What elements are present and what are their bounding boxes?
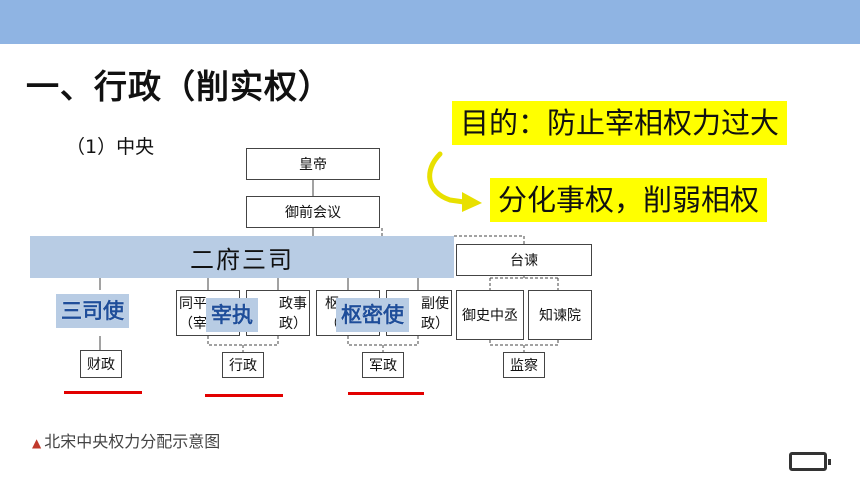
zaizhi-tag: 宰执 — [206, 298, 258, 332]
zhijian-box: 知谏院 — [528, 290, 592, 340]
slide-heading: 一、行政（削实权） — [26, 67, 332, 106]
tongping-label-a: 同平 — [179, 296, 207, 312]
battery-icon — [789, 452, 831, 471]
council-box: 御前会议 — [246, 196, 380, 228]
shumi-label-b: （ — [325, 316, 339, 332]
jiancha-box: 监察 — [503, 352, 545, 378]
yushi-label: 御史中丞 — [462, 308, 518, 324]
zhijian-label: 知谏院 — [539, 308, 581, 324]
underline-xingzheng — [205, 394, 283, 397]
caizheng-label: 财政 — [87, 357, 115, 373]
fushi-label-b: 政） — [421, 316, 449, 332]
connector-to-taijian — [454, 235, 525, 244]
canzheng-label-a: 政事 — [279, 296, 307, 312]
erfu-sansi-band: 二府三司 — [30, 236, 454, 278]
taijian-box: 台谏 — [456, 244, 592, 276]
caption-text: 北宋中央权力分配示意图 — [44, 432, 221, 451]
triangle-icon: ▲ — [32, 436, 42, 450]
xingzheng-box: 行政 — [222, 352, 264, 378]
underline-caizheng — [64, 391, 142, 394]
connector-shumi-bracket — [347, 336, 419, 346]
connector-jiancha-bracket — [489, 340, 559, 346]
jiancha-label: 监察 — [510, 358, 538, 374]
band-label: 二府三司 — [190, 245, 294, 274]
fushi-label-a: 副使 — [421, 296, 449, 312]
underline-junzheng — [348, 392, 424, 395]
method-callout: 分化事权，削弱相权 — [490, 178, 768, 222]
tongping-label-b: （宰 — [179, 316, 207, 332]
section-subheading: （1）中央 — [66, 136, 155, 158]
shumi-label-a: 枢 — [325, 296, 339, 312]
curved-arrow-icon — [427, 151, 482, 212]
caizheng-box: 财政 — [80, 350, 122, 378]
junzheng-label: 军政 — [369, 358, 397, 374]
yushi-box: 御史中丞 — [456, 290, 524, 340]
diagram-caption: ▲北宋中央权力分配示意图 — [32, 428, 220, 452]
top-bar — [0, 0, 860, 44]
canzheng-label-b: 政） — [279, 316, 307, 332]
emperor-label: 皇帝 — [299, 157, 327, 173]
emperor-box: 皇帝 — [246, 148, 380, 180]
sansi-tag: 三司使 — [56, 294, 129, 328]
junzheng-box: 军政 — [362, 352, 404, 378]
xingzheng-label: 行政 — [229, 358, 257, 374]
purpose-callout: 目的：防止宰相权力过大 — [452, 101, 788, 145]
connector-zaizhi-bracket — [207, 336, 279, 346]
taijian-label: 台谏 — [510, 253, 538, 269]
council-label: 御前会议 — [285, 205, 341, 221]
shumi-tag: 枢密使 — [336, 298, 409, 332]
